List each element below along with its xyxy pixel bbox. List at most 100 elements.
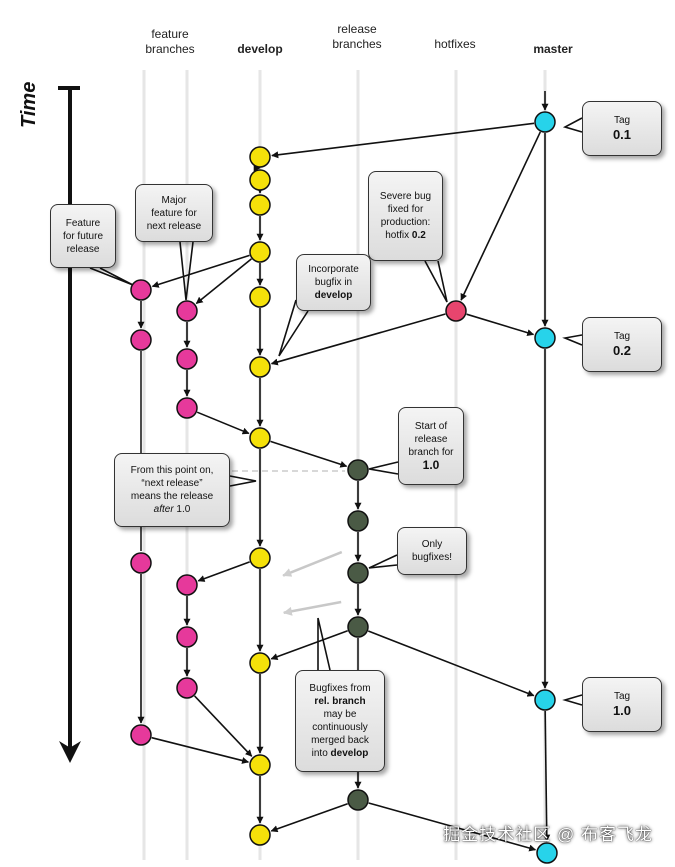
callout-text: 0.2: [411, 230, 426, 241]
callout-text: 1.0: [173, 504, 191, 515]
commit-node-feature: [176, 397, 198, 419]
commit-arrow: [151, 736, 250, 764]
commit-node-develop: [249, 194, 271, 216]
callout-pointer: [368, 554, 398, 569]
callout-pointer: [562, 694, 583, 706]
commit-node-release: [347, 510, 369, 532]
commit-node-feature: [176, 300, 198, 322]
callout-text: feature for: [151, 207, 197, 219]
callout-text: Major: [161, 194, 187, 206]
commit-node-master: [534, 111, 556, 133]
callout-text: merged back: [311, 735, 369, 746]
commit-node-develop: [249, 427, 271, 449]
commit-node-release: [347, 562, 369, 584]
commit-node-release: [347, 789, 369, 811]
callout-text: develop: [314, 290, 353, 301]
commit-node-develop: [249, 169, 271, 191]
callout-severe-bug: Severe bug fixed for production: hotfix …: [368, 171, 443, 261]
callout-text: release: [66, 243, 100, 255]
callout-text: 1.0: [612, 703, 632, 718]
callout-text: Only: [421, 539, 443, 550]
commit-node-master: [536, 842, 558, 864]
column-title-feature-branches: feature branches: [145, 27, 195, 56]
callout-pointer: [562, 117, 583, 133]
callout-bugfixes-from-release: Bugfixes from rel. branch may be continu…: [295, 670, 385, 772]
commit-node-feature: [130, 552, 152, 574]
callout-text: 0.2: [612, 343, 632, 358]
callout-text: Incorporate: [308, 264, 359, 275]
callout-text: production:: [380, 217, 431, 228]
callout-only-bugfixes: Only bugfixes!: [397, 527, 467, 575]
column-title-hotfixes: hotfixes: [434, 37, 476, 51]
commit-node-feature: [176, 677, 198, 699]
commit-arrow: [543, 710, 551, 842]
callout-text: Severe bug: [379, 191, 432, 202]
commit-node-hotfix: [445, 300, 467, 322]
backmerge-arrow: [282, 600, 342, 616]
callout-text: bugfixes!: [411, 552, 453, 563]
commit-node-develop: [249, 652, 271, 674]
commit-node-feature: [176, 626, 198, 648]
callout-text: into: [311, 748, 331, 759]
callout-text: From this point on,: [130, 465, 214, 476]
commit-node-release: [347, 616, 369, 638]
commit-node-feature: [130, 279, 152, 301]
callout-text: rel. branch: [314, 696, 366, 707]
callout-text: fixed for: [387, 204, 424, 215]
backmerge-arrow: [282, 550, 343, 577]
commit-node-feature: [130, 329, 152, 351]
callout-text-row: after 1.0: [154, 503, 191, 516]
callout-text: Feature: [65, 217, 101, 229]
commit-arrow: [197, 561, 250, 582]
commit-arrow: [270, 440, 348, 468]
callout-major-feature: Major feature for next release: [135, 184, 213, 242]
watermark: 掘金技术社区 @ 布客飞龙: [443, 825, 653, 844]
callout-pointer: [89, 267, 134, 286]
callout-tag-1-0: Tag 1.0: [582, 677, 662, 732]
commit-node-feature: [176, 348, 198, 370]
callout-feature-future-release: Feature for future release: [50, 204, 116, 268]
commit-node-develop: [249, 356, 271, 378]
commit-arrow: [270, 802, 348, 833]
callout-text: Tag: [613, 691, 631, 702]
column-title-release-branches: release branches: [332, 22, 382, 51]
commit-arrow: [270, 313, 446, 366]
callout-text: hotfix: [385, 230, 412, 241]
callout-pointer: [368, 461, 399, 475]
callout-text: develop: [330, 748, 369, 759]
time-axis: [58, 86, 81, 763]
callout-start-release-branch: Start of release branch for 1.0: [398, 407, 464, 485]
callout-tag-0-1: Tag 0.1: [582, 101, 662, 156]
callout-text: Tag: [613, 115, 631, 126]
callout-text: 0.1: [612, 127, 632, 142]
callout-pointer: [278, 299, 309, 357]
callout-pointer: [424, 260, 448, 303]
callout-tag-0-2: Tag 0.2: [582, 317, 662, 372]
callout-text-row: hotfix 0.2: [385, 229, 426, 242]
column-title-develop: develop: [237, 42, 283, 56]
commit-nodes: [130, 111, 558, 864]
commit-arrow: [367, 630, 535, 697]
commit-node-develop: [249, 241, 271, 263]
callout-text: next release: [146, 220, 202, 232]
callout-pointer: [317, 617, 331, 671]
commit-node-develop: [249, 754, 271, 776]
callout-from-this-point-on: From this point on, “next release” means…: [114, 453, 230, 527]
callout-text: branch for: [408, 447, 454, 458]
callout-text: bugfix in: [314, 277, 353, 288]
commit-arrow: [151, 254, 250, 288]
commit-node-feature: [176, 574, 198, 596]
callout-pointer: [562, 334, 583, 346]
commit-arrow: [195, 258, 252, 305]
callout-pointer: [229, 475, 257, 487]
callout-text: after: [153, 504, 174, 515]
callout-text: 1.0: [422, 458, 440, 472]
commit-node-develop: [249, 286, 271, 308]
callout-text-row: into develop: [312, 747, 369, 760]
callout-text: Bugfixes from: [309, 683, 371, 694]
commit-arrow: [271, 122, 535, 159]
commit-node-develop: [249, 824, 271, 846]
callout-text: continuously: [312, 722, 368, 733]
callout-pointer: [179, 241, 194, 301]
